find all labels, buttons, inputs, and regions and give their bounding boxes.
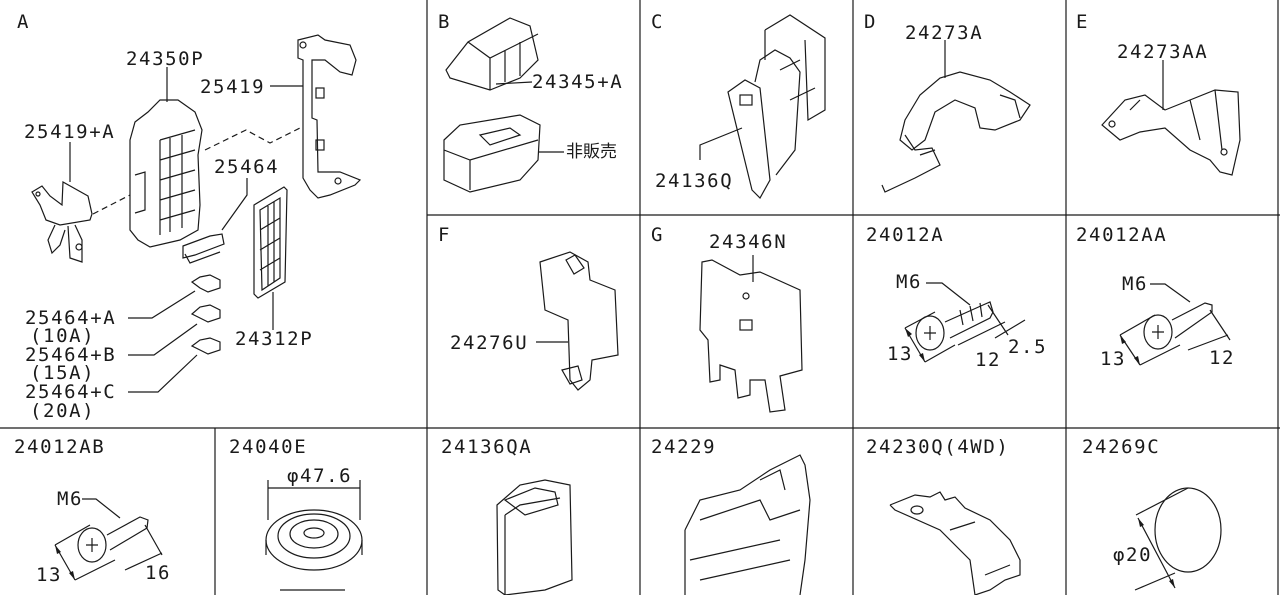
dim-length: 16 (145, 562, 172, 584)
leader-M6-24012AA (1150, 283, 1191, 303)
fuse-drawings (190, 274, 221, 355)
dim-head: 13 (887, 343, 914, 365)
section-label-E: E (1076, 11, 1090, 33)
leader-25464A (128, 290, 196, 319)
bracket-24230Q-drawing (889, 491, 1021, 595)
dashed-connector (92, 126, 303, 215)
bracket-24229-drawing (684, 454, 811, 595)
rating-15A: (15A) (30, 362, 96, 384)
part-25464C[interactable]: 25464+C (25, 381, 117, 403)
section-label-C: C (651, 11, 665, 33)
part-24012A[interactable]: 24012A (866, 224, 945, 246)
fuse-block-drawing (129, 99, 203, 248)
part-24269C[interactable]: 24269C (1082, 436, 1161, 458)
plug-24269C-drawing (1134, 487, 1222, 591)
part-25464[interactable]: 25464 (214, 156, 280, 178)
part-24136QA[interactable]: 24136QA (441, 436, 533, 458)
section-label-A: A (17, 11, 31, 33)
leader-24136Q (699, 127, 743, 160)
section-label-D: D (864, 11, 878, 33)
part-24273AA[interactable]: 24273AA (1117, 41, 1209, 63)
part-25419[interactable]: 25419 (200, 76, 266, 98)
dim-length: 12 (975, 349, 1002, 371)
part-24273A[interactable]: 24273A (905, 22, 984, 44)
diameter-label: φ20 (1113, 544, 1153, 566)
part-25464A[interactable]: 25464+A (25, 307, 117, 329)
relay-24345A-drawing (445, 17, 539, 91)
section-label-F: F (438, 224, 452, 246)
dim-head: 13 (1100, 348, 1127, 370)
dim-offset: 2.5 (1008, 336, 1048, 358)
thread-label: M6 (1122, 273, 1149, 295)
not-for-sale-label: 非販売 (566, 142, 617, 162)
bracket-25419A-drawing (31, 181, 93, 263)
grommet-24040E-drawing (265, 480, 363, 591)
part-24312P[interactable]: 24312P (235, 328, 314, 350)
leader-M6-24012A (926, 282, 971, 306)
thread-label: M6 (57, 488, 84, 510)
dimension-arrows (55, 328, 1175, 588)
rating-20A: (20A) (30, 400, 96, 422)
dim-head: 13 (36, 564, 63, 586)
leader-25464C (128, 354, 198, 393)
cover-24136QA-drawing (496, 479, 573, 595)
leader-25464 (221, 178, 248, 231)
leader-25464B (128, 323, 198, 356)
section-label-B: B (438, 11, 452, 33)
bolt-24012A-drawing (904, 301, 1026, 363)
bracket-24276U-drawing (539, 251, 619, 391)
part-24346N[interactable]: 24346N (709, 231, 788, 253)
bolt-24012AB-drawing (54, 516, 163, 581)
section-label-G: G (651, 224, 665, 246)
rating-10A: (10A) (30, 325, 96, 347)
dim-length: 12 (1209, 347, 1236, 369)
part-24229[interactable]: 24229 (651, 436, 717, 458)
fuse-puller-25464-drawing (182, 233, 225, 264)
relay-not-for-sale-drawing (443, 114, 541, 193)
part-24040E[interactable]: 24040E (229, 436, 308, 458)
part-24012AB[interactable]: 24012AB (14, 436, 106, 458)
bracket-24273A-drawing (881, 71, 1031, 193)
diameter-label: φ47.6 (287, 465, 353, 487)
part-24230Q[interactable]: 24230Q(4WD) (866, 436, 1010, 458)
part-25464B[interactable]: 25464+B (25, 344, 117, 366)
cover-24312P-drawing (253, 186, 288, 299)
part-24276U[interactable]: 24276U (450, 332, 529, 354)
part-24350P[interactable]: 24350P (126, 48, 205, 70)
bracket-25419-drawing (297, 34, 362, 199)
bracket-24273AA-drawing (1101, 89, 1241, 176)
bolt-24012AA-drawing (1119, 302, 1231, 366)
bracket-24346N-drawing (699, 259, 803, 413)
part-25419A[interactable]: 25419+A (24, 121, 116, 143)
part-24345A[interactable]: 24345+A (532, 71, 624, 93)
leader-24345A (495, 81, 533, 85)
part-24012AA[interactable]: 24012AA (1076, 224, 1168, 246)
thread-label: M6 (896, 271, 923, 293)
relay-bracket-24136Q-drawing (727, 14, 826, 199)
part-24136Q[interactable]: 24136Q (655, 170, 734, 192)
leader-M6-24012AB (82, 498, 121, 519)
